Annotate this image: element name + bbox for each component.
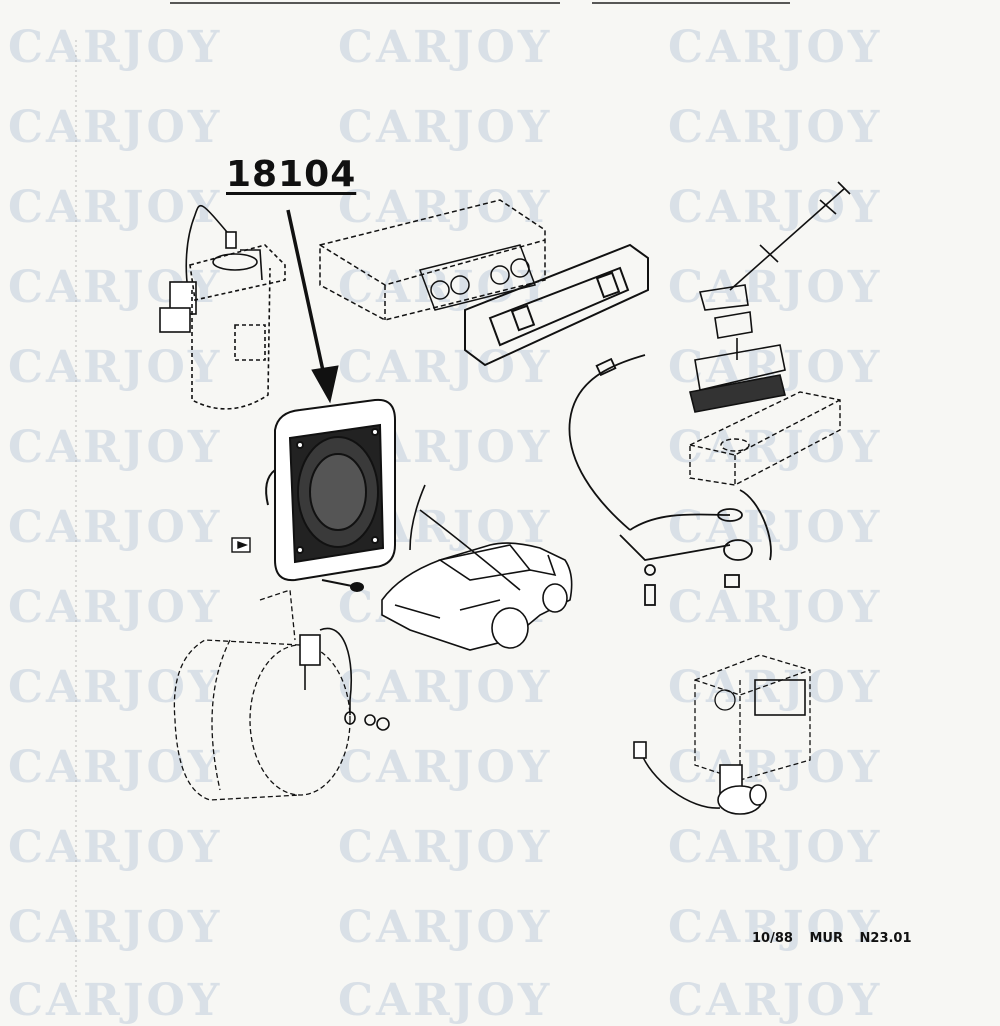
part-number-label: 18104 (226, 154, 357, 195)
aerial-bracket (689, 391, 841, 486)
ignition-coil (159, 205, 286, 410)
speaker-clip (231, 537, 251, 553)
loudspeaker (265, 398, 396, 582)
suppressor-capacitor (299, 627, 390, 731)
aerial-antenna (689, 181, 851, 413)
car-outline (381, 484, 573, 651)
alternator (173, 589, 351, 801)
doc-sheet: N23.01 (859, 931, 912, 946)
callout-arrow (286, 209, 339, 404)
document-reference: 10/88 MUR N23.01 (752, 931, 920, 946)
page-edges (75, 2, 790, 1000)
exploded-parts-diagram (75, 2, 851, 1000)
condenser-lead (633, 741, 767, 815)
voltage-regulator (694, 654, 811, 781)
speaker-screw (321, 579, 364, 592)
doc-model: MUR (809, 931, 843, 946)
radio-bezel (464, 243, 649, 367)
aerial-cable (568, 354, 772, 606)
doc-date: 10/88 (752, 931, 793, 946)
radio-unit (319, 199, 546, 321)
